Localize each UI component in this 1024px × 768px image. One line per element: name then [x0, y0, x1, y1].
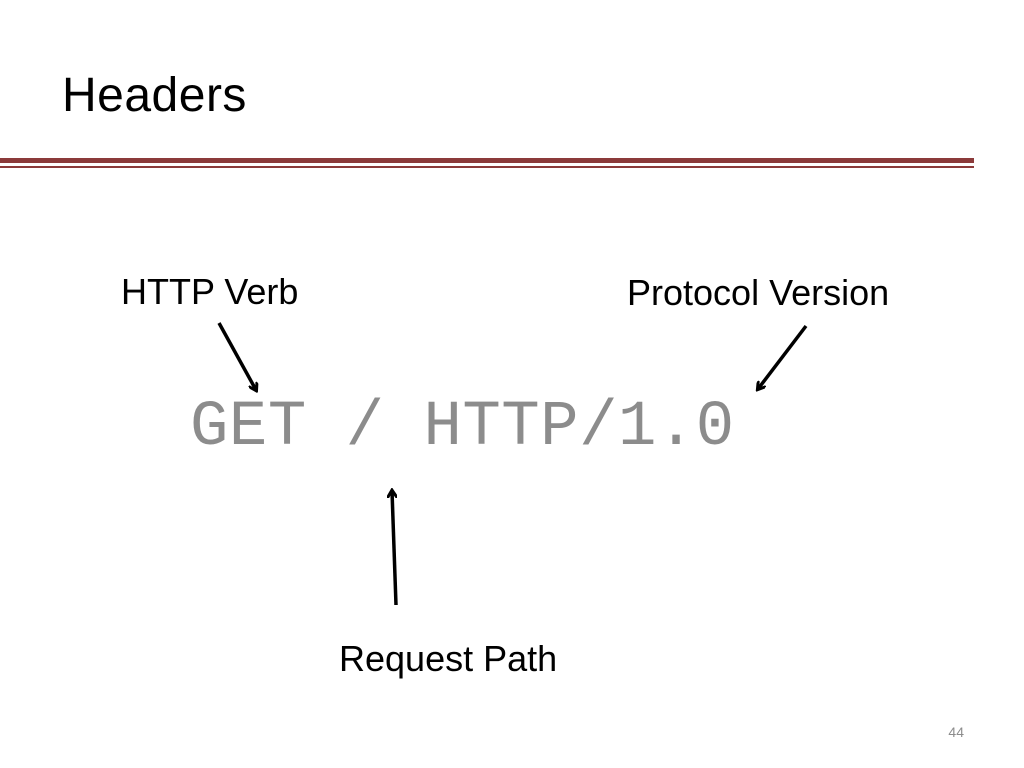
title-divider: [0, 158, 974, 170]
arrow-path: [392, 491, 398, 606]
label-http-verb: HTTP Verb: [121, 271, 299, 312]
divider-thin-line: [0, 166, 974, 168]
arrow-verb: [217, 322, 256, 390]
arrow-protocol: [758, 324, 808, 389]
divider-thick-line: [0, 158, 974, 163]
page-number: 44: [948, 724, 964, 740]
http-request-line: GET / HTTP/1.0: [190, 392, 735, 464]
label-protocol-version: Protocol Version: [627, 272, 890, 313]
slide-title: Headers: [62, 69, 247, 122]
label-request-path: Request Path: [339, 638, 558, 679]
